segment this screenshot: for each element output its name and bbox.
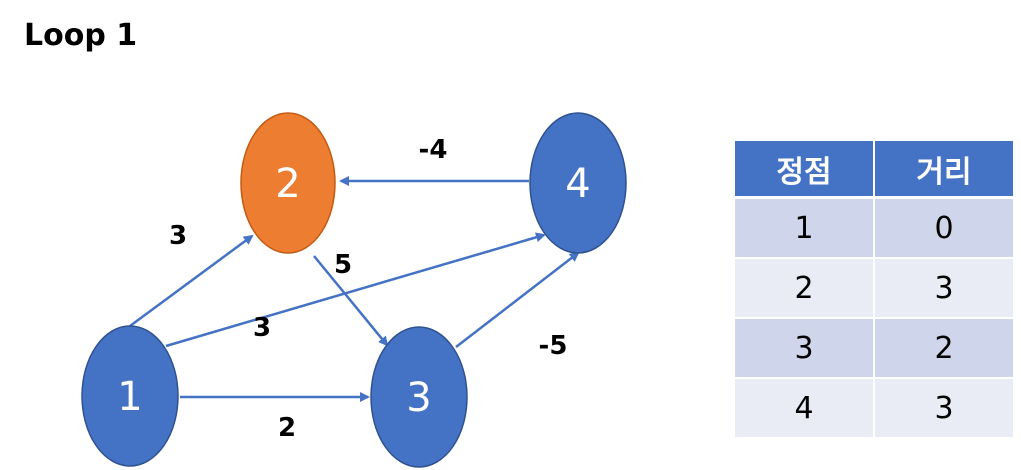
edge-1-to-4 <box>165 232 546 348</box>
edge-weight-2-to-3: 5 <box>334 250 352 280</box>
table-header-row: 정점 거리 <box>733 141 1015 199</box>
edge-weight-4-to-2: -4 <box>419 135 448 165</box>
node-2-shape <box>240 112 336 254</box>
table-row: 1 0 <box>733 196 1015 259</box>
node-3-shape <box>370 326 468 468</box>
edge-weight-1-to-4: 3 <box>253 313 271 343</box>
column-header-vertex: 정점 <box>733 141 875 199</box>
edge-2-to-3 <box>313 255 389 347</box>
table-row: 2 3 <box>733 257 1015 319</box>
node-4-shape <box>529 112 627 254</box>
edge-weight-1-to-2: 3 <box>169 221 187 251</box>
vertex-cell: 2 <box>733 257 875 319</box>
graph-diagram: 1 2 3 4 3 3 2 5 -5 -4 <box>81 112 627 468</box>
node-3-label: 3 <box>406 375 431 421</box>
page-title: Loop 1 <box>24 18 138 53</box>
table-row: 4 3 <box>733 377 1015 439</box>
node-1-label: 1 <box>117 374 142 420</box>
distance-cell: 3 <box>873 377 1015 439</box>
edge-weight-3-to-4: -5 <box>539 331 568 361</box>
distance-cell: 3 <box>873 257 1015 319</box>
node-1-shape <box>81 325 179 467</box>
distance-table: 정점 거리 1 0 2 3 3 2 4 3 <box>733 141 1015 439</box>
node-1: 1 <box>81 325 179 467</box>
distance-cell: 2 <box>873 317 1015 379</box>
vertex-cell: 1 <box>733 196 875 259</box>
node-3: 3 <box>370 326 468 468</box>
vertex-cell: 3 <box>733 317 875 379</box>
node-4-label: 4 <box>565 161 590 207</box>
distance-cell: 0 <box>873 196 1015 259</box>
vertex-cell: 4 <box>733 377 875 439</box>
edge-weight-1-to-3: 2 <box>278 413 296 443</box>
node-4: 4 <box>529 112 627 254</box>
table-row: 3 2 <box>733 317 1015 379</box>
edge-1-to-2 <box>129 234 254 328</box>
column-header-distance: 거리 <box>873 141 1015 199</box>
node-2-label: 2 <box>275 161 300 207</box>
edge-3-to-4 <box>455 251 580 348</box>
node-2: 2 <box>240 112 336 254</box>
